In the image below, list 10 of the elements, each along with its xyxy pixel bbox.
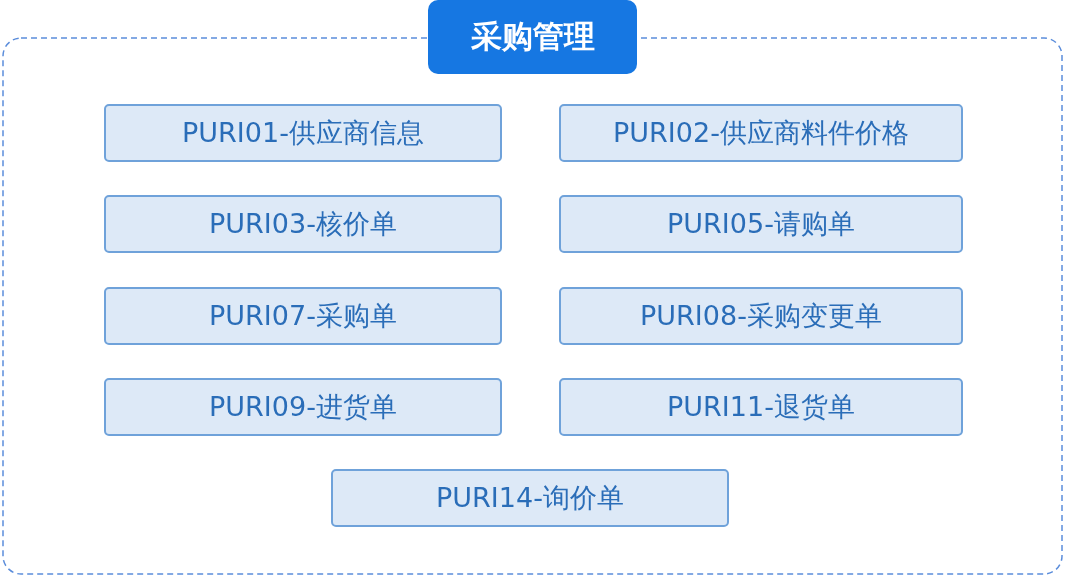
group-title: 采购管理	[428, 0, 637, 74]
module-box: PURI14-询价单	[331, 469, 729, 527]
module-box: PURI02-供应商料件价格	[559, 104, 963, 162]
module-box: PURI09-进货单	[104, 378, 502, 436]
module-box: PURI08-采购变更单	[559, 287, 963, 345]
module-box: PURI01-供应商信息	[104, 104, 502, 162]
module-box: PURI05-请购单	[559, 195, 963, 253]
module-box: PURI07-采购单	[104, 287, 502, 345]
module-box: PURI11-退货单	[559, 378, 963, 436]
module-box: PURI03-核价单	[104, 195, 502, 253]
